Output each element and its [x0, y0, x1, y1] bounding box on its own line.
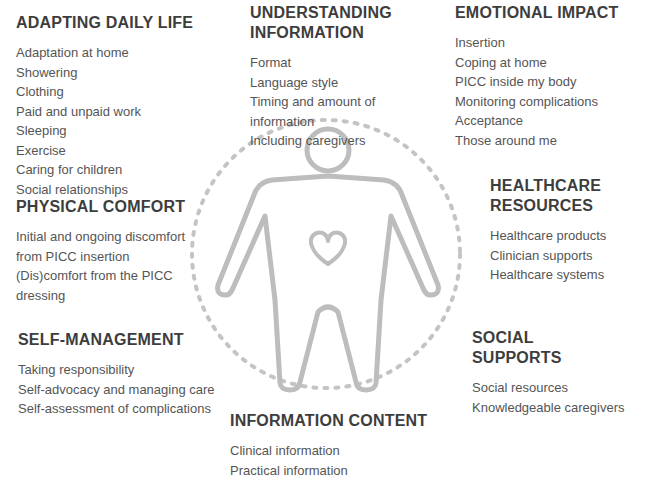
category-heading: UNDERSTANDING INFORMATION: [250, 3, 425, 43]
category-item: Knowledgeable caregivers: [472, 398, 647, 418]
category-item: Sleeping: [16, 121, 231, 141]
category-group: INFORMATION CONTENT Clinical informationP…: [230, 411, 460, 480]
category-item: Self-assessment of complications: [18, 399, 218, 419]
category-group: SELF-MANAGEMENTTaking responsibilitySelf…: [18, 330, 228, 419]
category-item: Social resources: [472, 378, 647, 398]
category-item: Coping at home: [455, 53, 650, 73]
category-item: Language style: [250, 73, 415, 93]
category-item: Showering: [16, 63, 231, 83]
category-item: Insertion: [455, 33, 650, 53]
category-item: Acceptance: [455, 111, 650, 131]
heart-icon: [311, 233, 345, 264]
category-heading: PHYSICAL COMFORT: [16, 197, 216, 217]
category-group: EMOTIONAL IMPACT InsertionCoping at homeP…: [455, 3, 650, 150]
category-item: Format: [250, 53, 415, 73]
category-heading: HEALTHCARE RESOURCES: [490, 176, 650, 216]
category-item: Monitoring complications: [455, 92, 650, 112]
figure-body: [218, 176, 439, 390]
category-item: Those around me: [455, 131, 650, 151]
category-item: Paid and unpaid work: [16, 102, 231, 122]
category-heading: EMOTIONAL IMPACT: [455, 3, 650, 23]
category-item: Self-advocacy and managing care: [18, 380, 218, 400]
category-item: PICC inside my body: [455, 72, 650, 92]
category-item: Adaptation at home: [16, 43, 231, 63]
category-item: Taking responsibility: [18, 360, 218, 380]
category-item: Exercise: [16, 141, 231, 161]
category-group: ADAPTING DAILY LIFE Adaptation at homeSho…: [16, 13, 241, 199]
category-item: Clinician supports: [490, 246, 650, 266]
category-item: Clinical information: [230, 441, 450, 461]
category-heading: INFORMATION CONTENT: [230, 411, 460, 431]
category-heading: ADAPTING DAILY LIFE: [16, 13, 241, 33]
category-item: (Dis)comfort from the PICC dressing: [16, 266, 208, 305]
category-item: Timing and amount of information: [250, 92, 415, 131]
category-item: Social relationships: [16, 180, 231, 200]
category-group: HEALTHCARE RESOURCES Healthcare productsC…: [490, 176, 650, 285]
category-item: Clothing: [16, 82, 231, 102]
category-item: Healthcare systems: [490, 265, 650, 285]
category-heading: SOCIAL SUPPORTS: [472, 328, 592, 368]
category-item: Practical information: [230, 461, 450, 481]
category-group: UNDERSTANDING INFORMATION FormatLanguage …: [250, 3, 425, 151]
category-group: SOCIAL SUPPORTS Social resourcesKnowledge…: [472, 328, 647, 417]
category-heading: SELF-MANAGEMENT: [18, 330, 228, 350]
category-group: PHYSICAL COMFORT Initial and ongoing disc…: [16, 197, 216, 305]
category-item: Caring for children: [16, 160, 231, 180]
category-item: Healthcare products: [490, 226, 650, 246]
category-item: Including caregivers: [250, 131, 415, 151]
category-item: Initial and ongoing discomfort from PICC…: [16, 227, 208, 266]
